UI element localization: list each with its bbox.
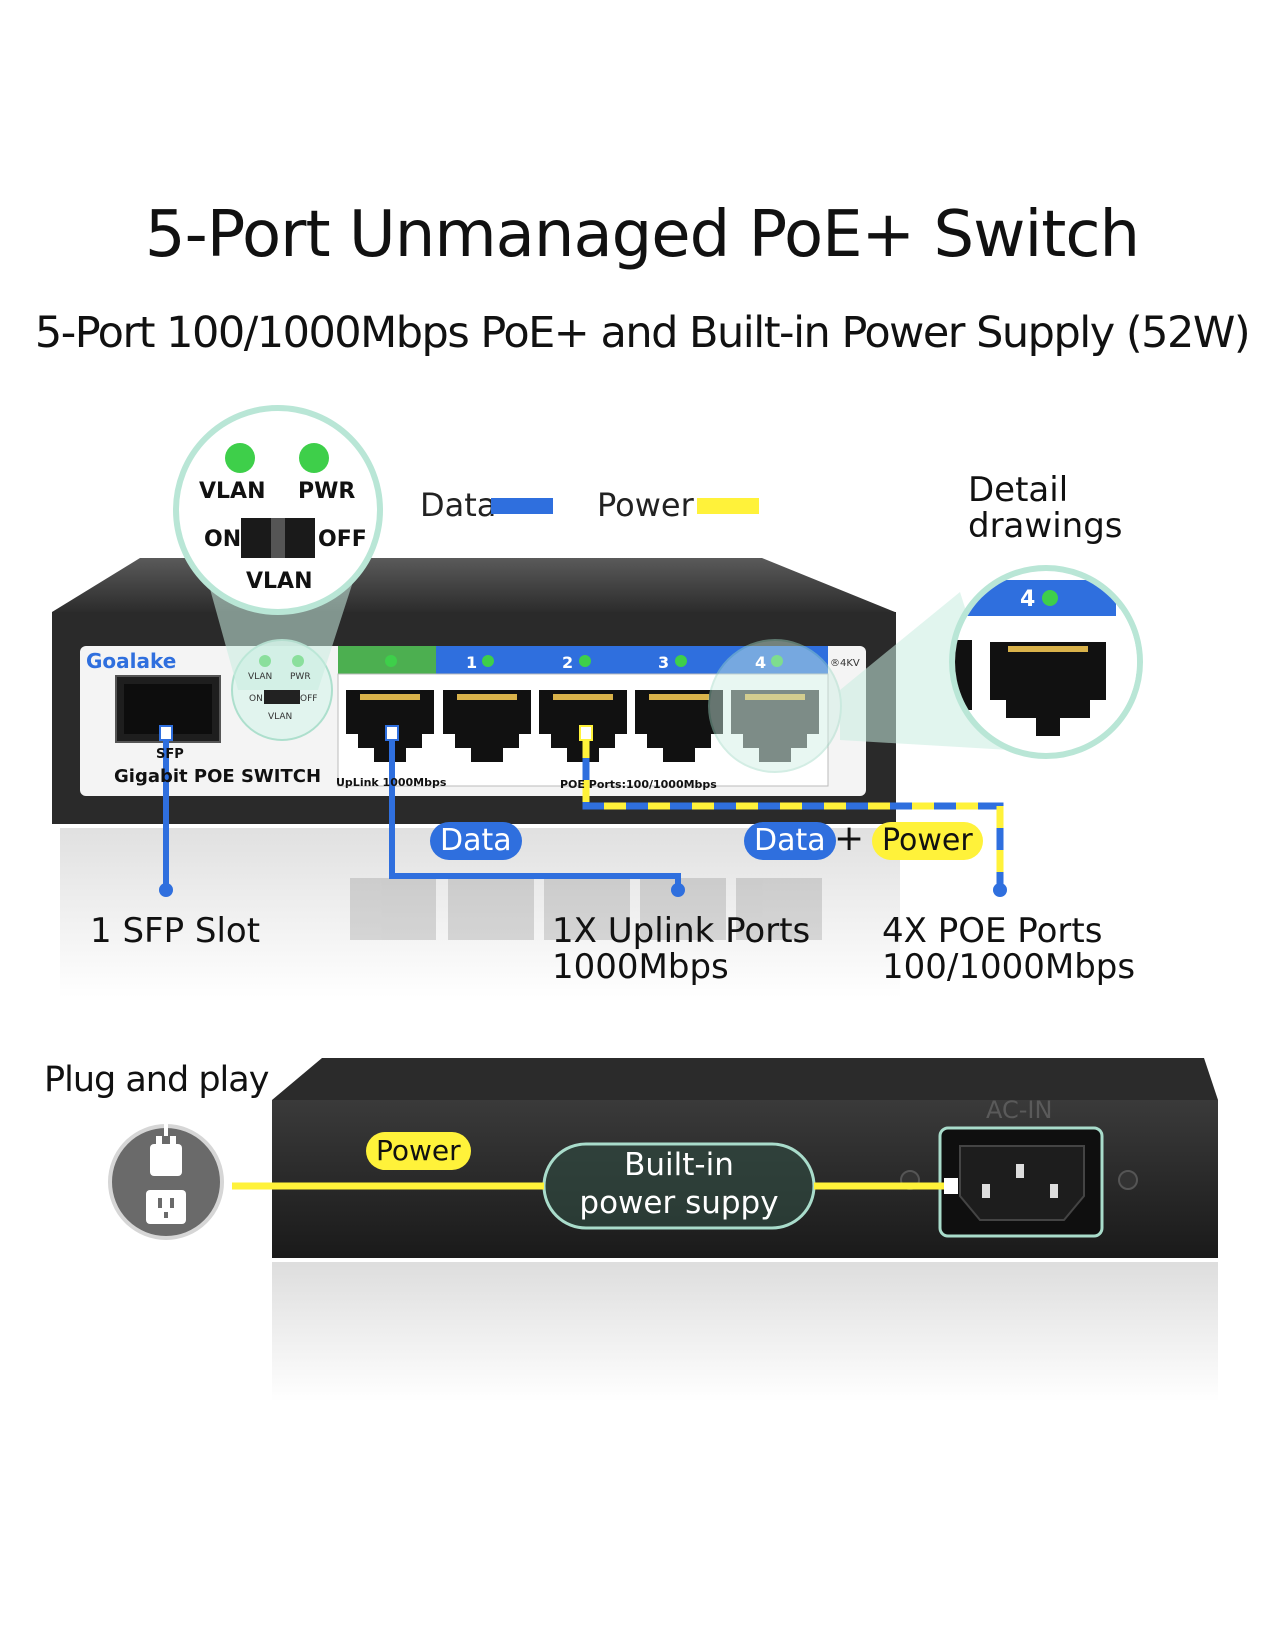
rear-top-face: [272, 1058, 1218, 1100]
sfp-cable-end: [159, 883, 173, 897]
reflection-ports: [350, 878, 822, 940]
mini-on-text: ON: [249, 694, 263, 704]
kv-text: ®4KV: [830, 658, 860, 669]
port-number-1: 1: [466, 653, 477, 672]
led-port-2: [579, 655, 591, 667]
mini-switch-text: VLAN: [268, 712, 292, 722]
rj45-pins-0: [360, 694, 420, 700]
poe-cable-power: [582, 736, 1004, 890]
rj45-pins-4: [745, 694, 805, 700]
zoom-off-text: OFF: [318, 527, 367, 552]
page-subtitle: 5-Port 100/1000Mbps PoE+ and Built-in Po…: [34, 308, 1251, 358]
uplink-callout-line1: 1X Uplink Ports: [552, 911, 811, 951]
poe-callout-line1: 4X POE Ports: [882, 911, 1103, 951]
rj45-ports: [346, 690, 819, 762]
rj45-pins-1: [457, 694, 517, 700]
poe-cable-end: [993, 883, 1007, 897]
zoom-switch-knob: [271, 518, 285, 558]
model-text: Gigabit POE SWITCH: [114, 766, 321, 787]
zoom-switch-label: VLAN: [246, 569, 312, 594]
legend-data-label: Data: [420, 486, 497, 524]
legend-power-label: Power: [597, 486, 694, 524]
zoom-pwr-text: PWR: [298, 479, 355, 504]
mini-vlan-text: VLAN: [248, 672, 272, 682]
poe-port-text: POE Ports:100/1000Mbps: [560, 778, 717, 791]
power-pill-rear: Power: [366, 1132, 471, 1170]
detail-port-number: 4: [1020, 587, 1035, 612]
rj45-port-3: [635, 690, 723, 762]
rj45-pins-3: [649, 694, 709, 700]
detail-drawings-line1: Detail: [968, 470, 1069, 510]
power-pill-poe: Power: [872, 822, 983, 860]
brand-text: Goalake: [86, 649, 176, 673]
zoom-vlan-text: VLAN: [199, 479, 265, 504]
uplink-callout-line2: 1000Mbps: [552, 947, 729, 987]
zoom-pwr-led: [299, 443, 329, 473]
port-number-4: 4: [755, 653, 766, 672]
legend-power-swatch: [697, 498, 759, 514]
data-pill-uplink: Data: [430, 822, 522, 860]
rj45-port-1: [443, 690, 531, 762]
rj45-pins-2: [553, 694, 613, 700]
port-number-3: 3: [658, 653, 669, 672]
screw-right: [1118, 1170, 1138, 1190]
detail-drawings-line2: drawings: [968, 506, 1123, 546]
ac-in-text: AC-IN: [986, 1096, 1052, 1124]
led-port-4: [771, 655, 783, 667]
page-title: 5-Port Unmanaged PoE+ Switch: [144, 198, 1140, 272]
mini-off-text: OFF: [300, 694, 317, 704]
port-4-highlight: [708, 639, 842, 773]
plus-sign: +: [834, 818, 865, 859]
device-top-face: [52, 558, 895, 612]
uplink-cable-end: [671, 883, 685, 897]
data-pill-poe: Data: [744, 822, 836, 860]
builtin-power-text: Built-in power suppy: [544, 1146, 814, 1222]
mini-pwr-text: PWR: [290, 672, 311, 682]
sfp-callout: 1 SFP Slot: [90, 911, 261, 951]
led-uplink: [385, 655, 397, 667]
port-number-2: 2: [562, 653, 573, 672]
poe-header-bar: [436, 646, 828, 674]
led-port-3: [675, 655, 687, 667]
rj45-port-4: [731, 690, 819, 762]
rear-reflection: [272, 1262, 1218, 1402]
poe-callout-line2: 100/1000Mbps: [882, 947, 1136, 987]
detail-drawings-label: Detail drawings: [968, 472, 1123, 544]
legend-data-swatch: [491, 498, 553, 514]
uplink-port-text: UpLink 1000Mbps: [336, 776, 447, 789]
sfp-text: SFP: [156, 747, 184, 762]
zoom-vlan-led: [225, 443, 255, 473]
builtin-line2: power suppy: [579, 1185, 779, 1221]
detail-led: [1042, 590, 1058, 606]
mini-vlan-switch: [264, 690, 300, 704]
detail-rj45: [990, 642, 1106, 736]
led-port-1: [482, 655, 494, 667]
builtin-line1: Built-in: [624, 1147, 734, 1183]
zoom-on-text: ON: [204, 527, 241, 552]
plug-and-play-label: Plug and play: [44, 1060, 269, 1100]
